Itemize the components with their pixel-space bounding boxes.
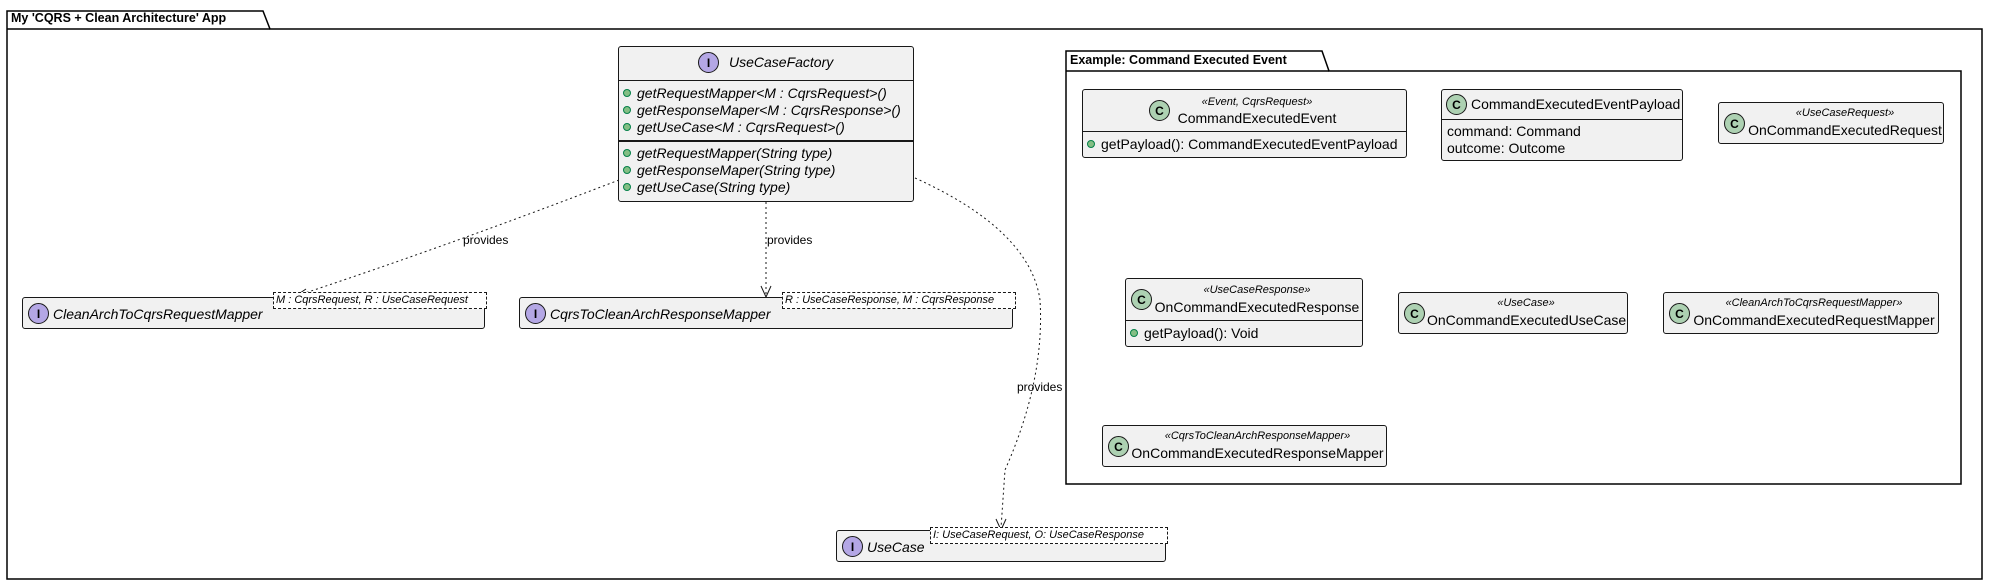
edge-factory-to-request-mapper (295, 179, 620, 297)
interface-badge-icon: I (698, 52, 719, 73)
on-command-executed-response-box[interactable]: C «UseCaseResponse» OnCommandExecutedRes… (1125, 278, 1363, 347)
outer-package-title: My 'CQRS + Clean Architecture' App (11, 11, 227, 25)
command-executed-event-box[interactable]: C «Event, CqrsRequest» CommandExecutedEv… (1082, 89, 1407, 158)
request-mapper-type-params: M : CqrsRequest, R : UseCaseRequest (273, 292, 487, 309)
divider (1126, 320, 1362, 321)
interface-badge-icon: I (525, 303, 546, 324)
public-visibility-icon (623, 106, 631, 115)
class-name: OnCommandExecutedUseCase (1427, 312, 1627, 328)
use-case-type-params: I: UseCaseRequest, O: UseCaseResponse (930, 527, 1168, 544)
class-method: getPayload(): Void (1130, 325, 1258, 342)
class-name: OnCommandExecutedRequest (1748, 122, 1942, 138)
stereotype-label: «UseCaseResponse» (1203, 284, 1311, 296)
arrow-head-response-mapper (760, 285, 772, 298)
factory-method: getUseCase(String type) (623, 179, 790, 196)
class-name: OnCommandExecutedResponseMapper (1131, 445, 1384, 461)
class-badge-icon: C (1446, 94, 1467, 115)
response-mapper-name: CqrsToCleanArchResponseMapper (550, 306, 771, 322)
class-badge-icon: C (1149, 100, 1170, 121)
edge-label-provides: provides (767, 233, 813, 247)
divider (1083, 131, 1406, 132)
edge-label-provides: provides (463, 233, 509, 247)
factory-method: getResponseMaper(String type) (623, 162, 835, 179)
public-visibility-icon (1130, 329, 1138, 338)
class-name: OnCommandExecutedRequestMapper (1693, 312, 1935, 328)
divider (1442, 119, 1682, 120)
interface-badge-icon: I (842, 536, 863, 557)
class-badge-icon: C (1669, 303, 1690, 324)
divider (619, 80, 913, 81)
stereotype-label: «CleanArchToCqrsRequestMapper» (1725, 297, 1903, 309)
on-command-executed-use-case-box[interactable]: C «UseCase» OnCommandExecutedUseCase (1398, 292, 1628, 334)
class-badge-icon: C (1108, 436, 1129, 457)
factory-method: getUseCase<M : CqrsRequest>() (623, 119, 845, 136)
on-command-executed-request-box[interactable]: C «UseCaseRequest» OnCommandExecutedRequ… (1718, 102, 1944, 144)
stereotype-label: «UseCaseRequest» (1795, 107, 1895, 119)
stereotype-label: «CqrsToCleanArchResponseMapper» (1164, 430, 1351, 442)
class-field: outcome: Outcome (1447, 140, 1566, 156)
class-name: CommandExecutedEventPayload (1471, 96, 1681, 112)
use-case-factory-name: UseCaseFactory (729, 54, 834, 70)
class-method: getPayload(): CommandExecutedEventPayloa… (1087, 136, 1398, 153)
class-badge-icon: C (1724, 113, 1745, 134)
use-case-name: UseCase (867, 539, 925, 555)
command-executed-event-payload-box[interactable]: C CommandExecutedEventPayload command: C… (1441, 89, 1683, 161)
interface-badge-icon: I (28, 303, 49, 324)
public-visibility-icon (623, 149, 631, 158)
edge-label-provides: provides (1017, 380, 1063, 394)
public-visibility-icon (623, 183, 631, 192)
use-case-factory-box[interactable]: I UseCaseFactory getRequestMapper<M : Cq… (618, 46, 914, 202)
stereotype-label: «UseCase» (1497, 297, 1555, 309)
divider (619, 140, 913, 142)
on-command-executed-request-mapper-box[interactable]: C «CleanArchToCqrsRequestMapper» OnComma… (1663, 292, 1939, 334)
public-visibility-icon (623, 166, 631, 175)
class-name: OnCommandExecutedResponse (1154, 299, 1360, 315)
class-badge-icon: C (1131, 289, 1152, 310)
stereotype-label: «Event, CqrsRequest» (1201, 96, 1313, 108)
class-badge-icon: C (1404, 303, 1425, 324)
response-mapper-type-params: R : UseCaseResponse, M : CqrsResponse (782, 292, 1016, 309)
outer-package-frame (6, 10, 1983, 580)
public-visibility-icon (1087, 140, 1095, 149)
public-visibility-icon (623, 89, 631, 98)
factory-method: getResponseMaper<M : CqrsResponse>() (623, 102, 901, 119)
example-package-title: Example: Command Executed Event (1070, 53, 1287, 67)
class-field: command: Command (1447, 123, 1581, 139)
edge-factory-to-use-case (914, 177, 1042, 529)
class-name: CommandExecutedEvent (1177, 110, 1337, 126)
on-command-executed-response-mapper-box[interactable]: C «CqrsToCleanArchResponseMapper» OnComm… (1102, 425, 1387, 467)
example-package-frame (1065, 50, 1962, 485)
public-visibility-icon (623, 123, 631, 132)
request-mapper-name: CleanArchToCqrsRequestMapper (53, 306, 263, 322)
factory-method: getRequestMapper(String type) (623, 145, 832, 162)
factory-method: getRequestMapper<M : CqrsRequest>() (623, 85, 887, 102)
